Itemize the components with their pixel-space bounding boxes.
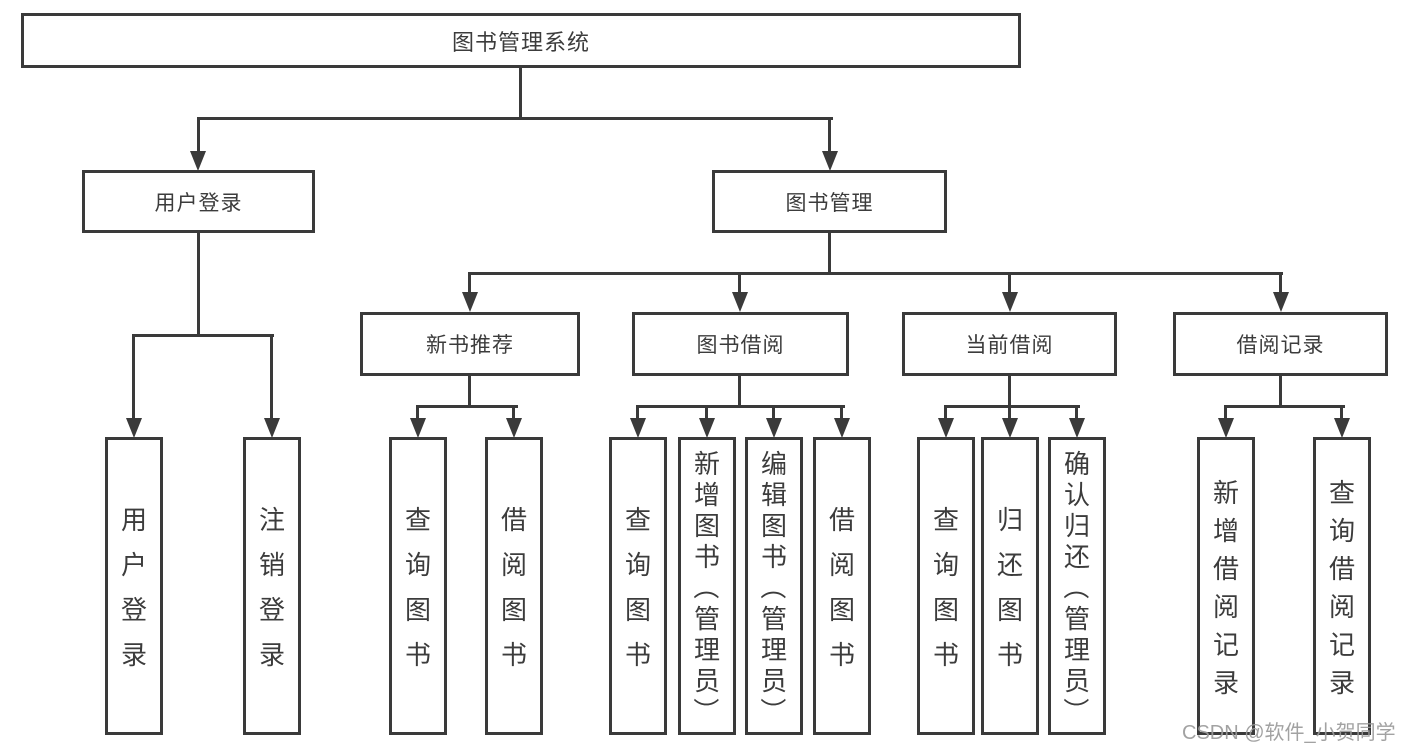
connector-line: [1224, 405, 1227, 422]
connector-arrow-icon: [1218, 418, 1234, 438]
node-current-borrow-label: 当前借阅: [965, 334, 1054, 357]
node-book-borrow: 图书借阅: [632, 312, 849, 376]
csdn-watermark: CSDN @软件_小贺同学: [1182, 722, 1396, 744]
connector-arrow-icon: [506, 418, 522, 438]
connector-line: [512, 405, 515, 422]
leaf-logout-label: 注销登录: [258, 505, 285, 670]
leaf-return-books: 归还图书: [981, 437, 1039, 735]
connector-arrow-icon: [1002, 418, 1018, 438]
leaf-logout: 注销登录: [243, 437, 301, 735]
node-book-borrow-label: 图书借阅: [696, 334, 785, 357]
leaf-confirm-return-admin: 确认归还（管理员）: [1048, 437, 1106, 735]
leaf-add-borrow-record: 新增借阅记录: [1197, 437, 1255, 735]
leaf-borrow-books-label: 借阅图书: [828, 505, 855, 670]
connector-line: [705, 405, 708, 422]
connector-arrow-icon: [190, 151, 206, 171]
connector-line: [468, 272, 1283, 275]
connector-arrow-icon: [732, 292, 748, 312]
connector-line: [197, 117, 200, 155]
node-user-login: 用户登录: [82, 170, 315, 233]
node-root: 图书管理系统: [21, 13, 1021, 68]
connector-arrow-icon: [822, 151, 838, 171]
connector-line: [270, 334, 273, 422]
connector-line: [519, 68, 522, 119]
node-borrow-records-label: 借阅记录: [1236, 334, 1325, 357]
node-new-book-recommend-label: 新书推荐: [426, 334, 514, 357]
connector-line: [197, 117, 833, 120]
leaf-return-books-label: 归还图书: [996, 505, 1023, 670]
leaf-query-books-borrow-label: 查询图书: [624, 505, 651, 670]
connector-line: [468, 376, 471, 408]
leaf-user-login: 用户登录: [105, 437, 163, 735]
connector-arrow-icon: [630, 418, 646, 438]
node-borrow-records: 借阅记录: [1173, 312, 1388, 376]
leaf-query-books-borrow: 查询图书: [609, 437, 667, 735]
node-current-borrow: 当前借阅: [902, 312, 1117, 376]
connector-arrow-icon: [462, 292, 478, 312]
connector-arrow-icon: [410, 418, 426, 438]
connector-line: [828, 117, 831, 155]
leaf-borrow-books: 借阅图书: [813, 437, 871, 735]
connector-arrow-icon: [126, 418, 142, 438]
node-user-login-label: 用户登录: [154, 191, 243, 215]
leaf-edit-book-admin-label: 编辑图书（管理员）: [757, 448, 788, 724]
connector-arrow-icon: [938, 418, 954, 438]
leaf-add-book-admin-label: 新增图书（管理员）: [690, 448, 721, 724]
connector-arrow-icon: [1273, 292, 1289, 312]
connector-line: [1075, 405, 1078, 422]
connector-line: [1008, 405, 1011, 422]
leaf-confirm-return-admin-label: 确认归还（管理员）: [1060, 448, 1091, 724]
connector-line: [1008, 272, 1011, 296]
connector-arrow-icon: [834, 418, 850, 438]
connector-line: [636, 405, 639, 422]
leaf-edit-book-admin: 编辑图书（管理员）: [745, 437, 803, 735]
connector-line: [1224, 405, 1345, 408]
connector-line: [738, 376, 741, 408]
node-book-management: 图书管理: [712, 170, 947, 233]
connector-arrow-icon: [699, 418, 715, 438]
leaf-borrow-books-recommend-label: 借阅图书: [500, 505, 527, 670]
connector-arrow-icon: [1069, 418, 1085, 438]
leaf-query-books-current: 查询图书: [917, 437, 975, 735]
connector-line: [1279, 272, 1282, 296]
leaf-query-books-recommend: 查询图书: [389, 437, 447, 735]
node-root-label: 图书管理系统: [451, 29, 590, 55]
connector-line: [636, 405, 845, 408]
connector-line: [1008, 376, 1011, 408]
leaf-query-books-current-label: 查询图书: [932, 505, 959, 670]
connector-arrow-icon: [264, 418, 280, 438]
connector-line: [1279, 376, 1282, 408]
connector-arrow-icon: [1002, 292, 1018, 312]
connector-line: [1340, 405, 1343, 422]
leaf-add-borrow-record-label: 新增借阅记录: [1212, 477, 1239, 698]
connector-line: [944, 405, 947, 422]
node-book-management-label: 图书管理: [785, 191, 874, 215]
connector-line: [416, 405, 419, 422]
node-new-book-recommend: 新书推荐: [360, 312, 580, 376]
connector-line: [772, 405, 775, 422]
connector-line: [828, 233, 831, 275]
leaf-add-book-admin: 新增图书（管理员）: [678, 437, 736, 735]
connector-arrow-icon: [1334, 418, 1350, 438]
leaf-query-borrow-record: 查询借阅记录: [1313, 437, 1371, 735]
connector-line: [840, 405, 843, 422]
connector-line: [944, 405, 1080, 408]
connector-line: [468, 272, 471, 296]
connector-line: [197, 233, 200, 337]
connector-arrow-icon: [766, 418, 782, 438]
connector-line: [416, 405, 518, 408]
leaf-query-books-recommend-label: 查询图书: [404, 505, 431, 670]
leaf-user-login-label: 用户登录: [120, 505, 147, 670]
connector-line: [738, 272, 741, 296]
leaf-query-borrow-record-label: 查询借阅记录: [1328, 477, 1355, 698]
connector-line: [132, 334, 274, 337]
connector-line: [132, 334, 135, 422]
leaf-borrow-books-recommend: 借阅图书: [485, 437, 543, 735]
